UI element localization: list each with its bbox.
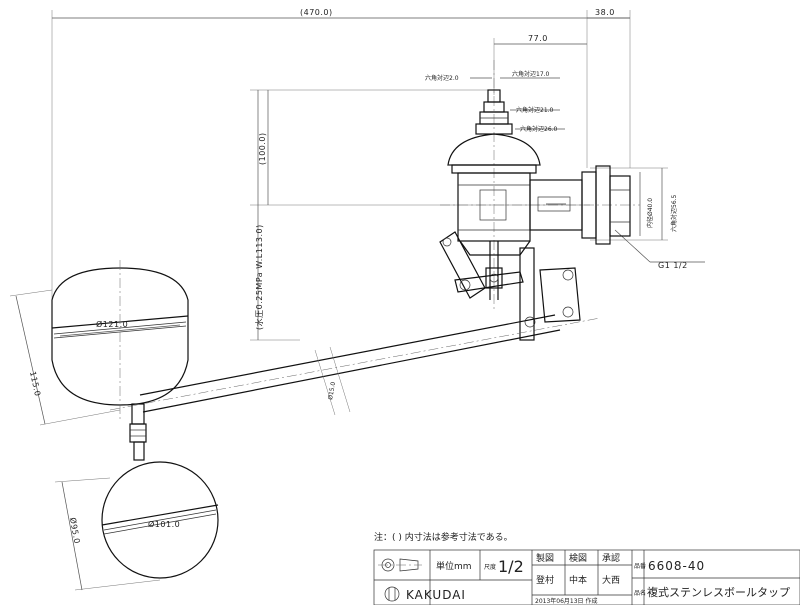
vertical-dimensions: (100.0) (水圧0.25MPa W.L113.0) 内径Ø40.0 六角対… [250,89,705,341]
name-label: 品名 [634,589,646,597]
dim-float2-dia: Ø101.0 [148,519,180,529]
dim-hex-b: 六角対辺17.0 [512,70,550,78]
kakudai-logo-icon [384,586,400,602]
float-connector [129,403,147,461]
dim-float1-height: 115.0 [28,371,42,398]
dim-rod-dia: Ø15.0 [327,381,337,400]
projection-symbol-icon [378,558,422,572]
valve-assembly [439,60,640,341]
approve-by: 大西 [602,574,620,586]
part-no-label: 品番 [634,563,646,570]
dim-hex-a: 六角対辺2.0 [425,74,459,82]
check-label: 検図 [569,552,587,564]
company-name: KAKUDAI [406,588,466,602]
dim-inner-dia: 内径Ø40.0 [646,198,654,228]
reference-note: 注：( ) 内寸法は参考寸法である。 [374,531,513,543]
product-name: 複式ステンレスボールタップ [647,585,790,599]
float-arm: Ø15.0 [109,314,601,416]
dim-hex-d: 六角対辺26.0 [520,125,558,133]
drawing-date: 2013年06月13日 作成 [535,597,597,605]
dim-height-113: (水圧0.25MPa W.L113.0) [254,224,264,330]
made-label: 製図 [536,552,554,564]
dim-overall-width: (470.0) [300,8,333,17]
dim-height-100: (100.0) [258,132,267,165]
part-number: 6608-40 [648,559,705,573]
scale-value: 1/2 [498,557,524,576]
dim-float2-height: Ø95.0 [68,517,82,545]
dim-thread: G1 1/2 [658,261,688,270]
float-upper: Ø121.0 115.0 [9,260,189,426]
check-by: 中本 [569,574,587,586]
float-lower: Ø101.0 Ø95.0 [54,461,219,591]
dim-body-offset: 38.0 [595,8,615,17]
title-block: 単位mm 尺度 1/2 製図 検図 承認 登村 中本 大西 品番 6608-40… [373,549,800,605]
approve-label: 承認 [602,552,620,564]
scale-label: 尺度 [484,563,496,571]
unit-label: 単位mm [436,560,472,572]
dim-valve-to-center: 77.0 [528,34,548,43]
dim-float1-dia: Ø121.0 [96,319,128,329]
top-dimensions: (470.0) 38.0 77.0 六角対辺2.0 六角対辺17.0 六角対辺2… [51,8,631,300]
made-by: 登村 [536,574,554,586]
dim-hex-c: 六角対辺21.0 [516,106,554,114]
dim-hex-outer: 六角対辺56.5 [670,194,678,232]
